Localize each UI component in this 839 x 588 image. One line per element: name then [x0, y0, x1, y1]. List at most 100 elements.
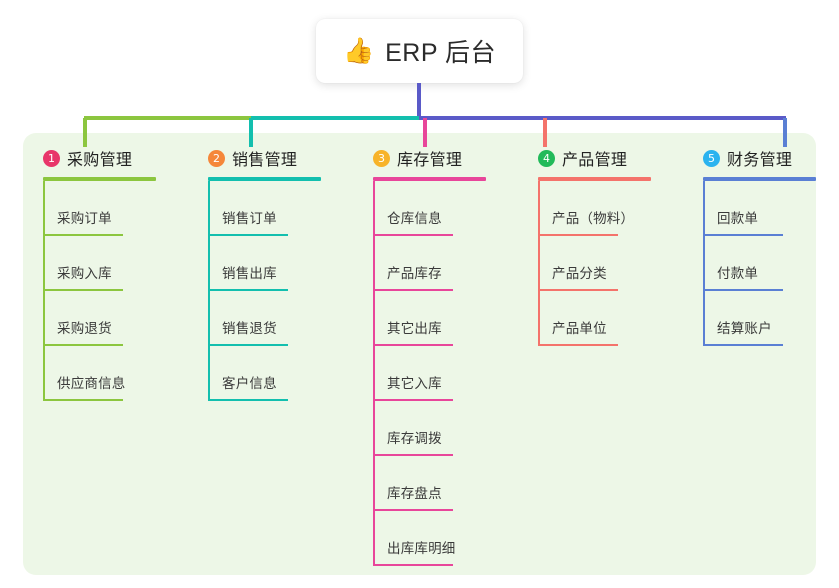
leaf-item-label: 采购订单 — [57, 211, 112, 226]
thumbs-up-icon: 👍 — [342, 36, 375, 65]
leaf-item[interactable]: 出库库明细 — [363, 511, 513, 566]
column-title: 销售管理 — [232, 152, 298, 169]
leaf-item-label: 采购入库 — [57, 266, 112, 281]
column-header-rule — [538, 177, 651, 181]
leaf-item[interactable]: 客户信息 — [198, 346, 348, 401]
leaf-item-label: 产品库存 — [387, 266, 442, 281]
leaf-item[interactable]: 仓库信息 — [363, 181, 513, 236]
leaf-list: 仓库信息产品库存其它出库其它入库库存调拨库存盘点出库库明细 — [363, 181, 513, 566]
leaf-item[interactable]: 产品库存 — [363, 236, 513, 291]
column-spine — [538, 181, 540, 346]
leaf-item[interactable]: 产品单位 — [528, 291, 678, 346]
leaf-item-label: 其它出库 — [387, 321, 442, 336]
leaf-item[interactable]: 销售出库 — [198, 236, 348, 291]
leaf-item-rule — [43, 344, 123, 346]
column-header-rule — [43, 177, 156, 181]
column-title: 财务管理 — [727, 152, 793, 169]
column-header[interactable]: 2 销售管理 — [198, 145, 348, 171]
column-spine — [703, 181, 705, 346]
leaf-item-label: 库存调拨 — [387, 431, 442, 446]
leaf-item-label: 销售订单 — [222, 211, 277, 226]
leaf-item[interactable]: 产品分类 — [528, 236, 678, 291]
column-库存管理: 3 库存管理仓库信息产品库存其它出库其它入库库存调拨库存盘点出库库明细 — [363, 145, 513, 566]
leaf-item-rule — [208, 289, 288, 291]
leaf-item[interactable]: 库存盘点 — [363, 456, 513, 511]
leaf-item-rule — [208, 399, 288, 401]
page-title: ERP 后台 — [385, 39, 497, 67]
leaf-item[interactable]: 产品（物料） — [528, 181, 678, 236]
column-header-rule — [373, 177, 486, 181]
leaf-list: 产品（物料） 产品分类产品单位 — [528, 181, 678, 346]
leaf-item-rule — [703, 344, 783, 346]
leaf-item-label: 库存盘点 — [387, 486, 442, 501]
leaf-item-label: 销售退货 — [222, 321, 277, 336]
leaf-item[interactable]: 付款单 — [693, 236, 839, 291]
column-header[interactable]: 1 采购管理 — [33, 145, 183, 171]
diagram-panel — [23, 133, 816, 575]
leaf-item-label: 采购退货 — [57, 321, 112, 336]
leaf-item-label: 产品分类 — [552, 266, 607, 281]
leaf-item[interactable]: 库存调拨 — [363, 401, 513, 456]
column-header-rule — [703, 177, 816, 181]
leaf-item-rule — [373, 234, 453, 236]
column-header[interactable]: 3 库存管理 — [363, 145, 513, 171]
column-采购管理: 1 采购管理采购订单采购入库采购退货供应商信息 — [33, 145, 183, 401]
leaf-item-label: 其它入库 — [387, 376, 442, 391]
column-number-badge: 3 — [373, 149, 390, 167]
leaf-item[interactable]: 供应商信息 — [33, 346, 183, 401]
leaf-item-rule — [703, 289, 783, 291]
column-spine — [208, 181, 210, 401]
column-number-badge: 4 — [538, 149, 555, 167]
leaf-item[interactable]: 采购退货 — [33, 291, 183, 346]
leaf-item-rule — [373, 344, 453, 346]
column-spine — [43, 181, 45, 401]
leaf-item-label: 仓库信息 — [387, 211, 442, 226]
leaf-item-label: 回款单 — [717, 211, 759, 226]
leaf-item-rule — [208, 344, 288, 346]
leaf-item[interactable]: 采购入库 — [33, 236, 183, 291]
leaf-item-rule — [703, 234, 783, 236]
leaf-item-rule — [43, 289, 123, 291]
leaf-item-rule — [538, 234, 618, 236]
leaf-item-rule — [373, 454, 453, 456]
leaf-list: 销售订单销售出库销售退货客户信息 — [198, 181, 348, 401]
leaf-item[interactable]: 回款单 — [693, 181, 839, 236]
leaf-list: 回款单付款单结算账户 — [693, 181, 839, 346]
leaf-item[interactable]: 采购订单 — [33, 181, 183, 236]
leaf-item-label: 产品（物料） — [552, 211, 635, 226]
column-title: 采购管理 — [67, 152, 133, 169]
leaf-item[interactable]: 其它入库 — [363, 346, 513, 401]
leaf-item-label: 结算账户 — [717, 321, 772, 336]
leaf-item-label: 产品单位 — [552, 321, 607, 336]
leaf-item[interactable]: 销售退货 — [198, 291, 348, 346]
leaf-list: 采购订单采购入库采购退货供应商信息 — [33, 181, 183, 401]
leaf-item-rule — [373, 509, 453, 511]
column-number-badge: 2 — [208, 149, 225, 167]
column-number-badge: 1 — [43, 149, 60, 167]
leaf-item-rule — [373, 564, 453, 566]
column-header[interactable]: 4 产品管理 — [528, 145, 678, 171]
leaf-item-rule — [538, 344, 618, 346]
leaf-item-rule — [43, 399, 123, 401]
title-card[interactable]: 👍 ERP 后台 — [316, 19, 523, 83]
leaf-item-rule — [43, 234, 123, 236]
column-title: 库存管理 — [397, 152, 463, 169]
leaf-item-label: 销售出库 — [222, 266, 277, 281]
leaf-item-label: 付款单 — [717, 266, 759, 281]
leaf-item[interactable]: 其它出库 — [363, 291, 513, 346]
leaf-item-rule — [373, 289, 453, 291]
leaf-item[interactable]: 销售订单 — [198, 181, 348, 236]
column-spine — [373, 181, 375, 566]
leaf-item-label: 供应商信息 — [57, 376, 126, 391]
leaf-item[interactable]: 结算账户 — [693, 291, 839, 346]
column-title: 产品管理 — [562, 152, 628, 169]
column-header-rule — [208, 177, 321, 181]
leaf-item-rule — [373, 399, 453, 401]
leaf-item-rule — [538, 289, 618, 291]
column-产品管理: 4 产品管理产品（物料） 产品分类产品单位 — [528, 145, 678, 346]
column-销售管理: 2 销售管理销售订单销售出库销售退货客户信息 — [198, 145, 348, 401]
leaf-item-label: 出库库明细 — [387, 541, 456, 556]
